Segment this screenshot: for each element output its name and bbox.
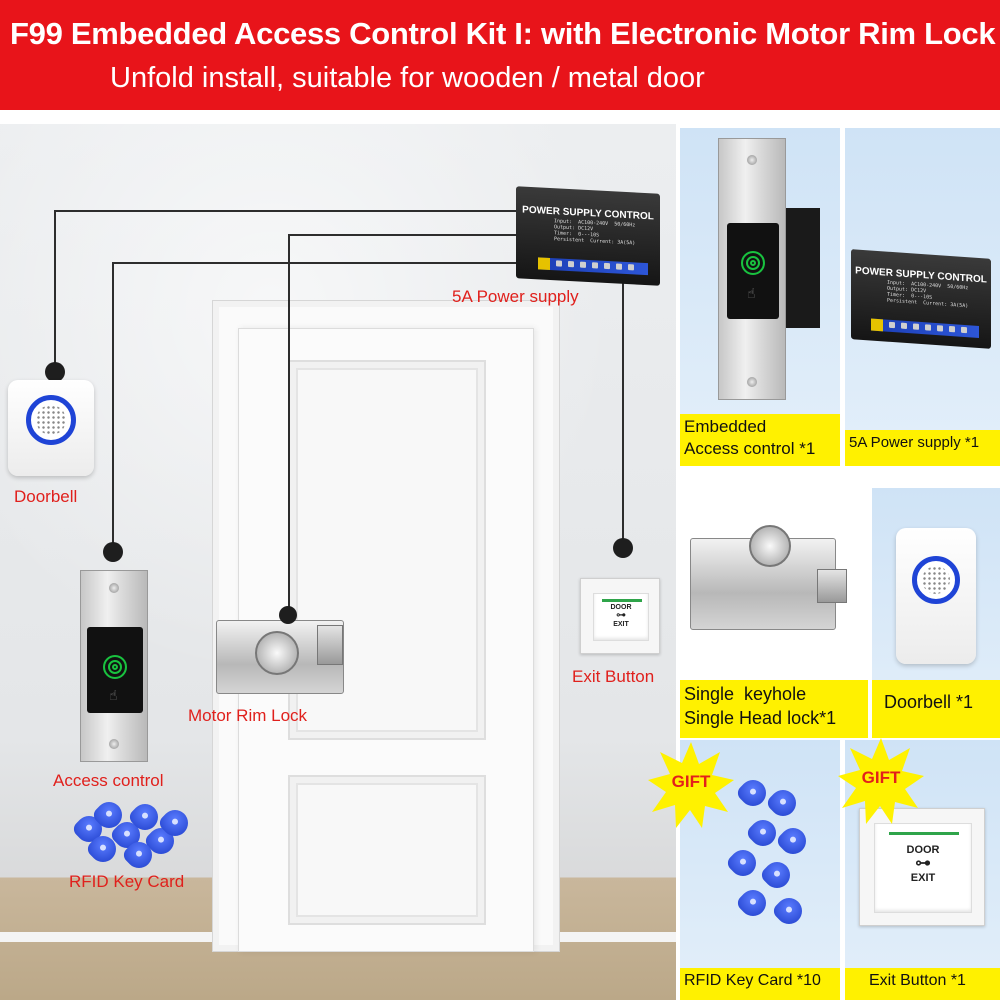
- access-control-keypad: ☝: [80, 570, 148, 762]
- exit-bottom-text: EXIT: [613, 621, 629, 628]
- power-supply-terminal: [538, 257, 648, 276]
- power-supply-unit: POWER SUPPLY CONTROL Input: AC100-240V 5…: [851, 249, 991, 349]
- embedded-backbox: [786, 208, 820, 328]
- door-panel-bottom: [288, 775, 486, 925]
- wire-access-h: [112, 262, 518, 264]
- page-title: F99 Embedded Access Control Kit I: with …: [10, 16, 996, 51]
- key-icon: ⊶: [616, 610, 626, 621]
- caption-power-supply: 5A Power supply *1: [845, 430, 1000, 466]
- caption-rfid: RFID Key Card *10: [680, 968, 840, 1000]
- label-rim-lock: Motor Rim Lock: [188, 706, 308, 725]
- rfid-tags-cluster: [70, 796, 194, 874]
- wire-lock-v: [288, 234, 290, 608]
- doorbell-unit: [8, 380, 94, 476]
- key-icon: ⊶: [915, 855, 931, 872]
- caption-embedded: Embedded Access control *1: [680, 414, 840, 466]
- exit-bottom-text: EXIT: [910, 872, 936, 884]
- wire-access-v: [112, 262, 114, 544]
- keypad-screw-top: [109, 583, 119, 593]
- exit-top-text: DOOR: [610, 604, 632, 611]
- wire-exit-v: [622, 270, 624, 542]
- exit-button-face: DOOR ⊶ EXIT: [593, 593, 649, 641]
- label-access-control: Access control: [53, 771, 164, 790]
- fingerprint-icon: [741, 251, 765, 275]
- rim-lock-product: [690, 525, 847, 630]
- wire-dot-access: [103, 542, 123, 562]
- caption-rim-lock: Single keyhole Single Head lock*1: [680, 680, 868, 738]
- doorbell-product: [896, 528, 976, 664]
- keypad-screw-bottom: [109, 739, 119, 749]
- power-supply-unit: POWER SUPPLY CONTROL Input: AC100-240V 5…: [516, 186, 660, 286]
- caption-doorbell: Doorbell *1: [872, 680, 1000, 738]
- wire-doorbell-v: [54, 210, 56, 370]
- speaker-icon: [36, 405, 66, 435]
- label-doorbell: Doorbell: [14, 487, 78, 506]
- label-exit-button: Exit Button: [572, 667, 655, 686]
- fingerprint-icon: [103, 655, 127, 679]
- label-power-supply: 5A Power supply: [452, 287, 579, 306]
- doorbell-ring: [26, 395, 76, 445]
- wire-dot-exit: [613, 538, 633, 558]
- wire-dot-lock: [279, 606, 297, 624]
- caption-exit: Exit Button *1: [845, 968, 1000, 1000]
- lock-bolt: [317, 625, 343, 665]
- keypad-glass: ☝: [87, 627, 143, 713]
- speaker-icon: [922, 566, 950, 594]
- gift-starburst-icon: GIFT: [648, 742, 734, 828]
- header-banner: F99 Embedded Access Control Kit I: with …: [0, 0, 1000, 110]
- rfid-tags-product: [720, 774, 820, 940]
- wire-dot-doorbell: [45, 362, 65, 382]
- wire-doorbell-h: [54, 210, 518, 212]
- power-supply-spec: Input: AC100-240V 50/60Hz Output: DC12V …: [887, 279, 969, 310]
- tile-power-supply: POWER SUPPLY CONTROL Input: AC100-240V 5…: [845, 128, 1000, 466]
- lock-cylinder: [255, 631, 299, 675]
- label-rfid: RFID Key Card: [69, 872, 185, 891]
- exit-top-text: DOOR: [906, 844, 940, 856]
- gift-label: GIFT: [671, 772, 711, 791]
- motor-rim-lock: [216, 620, 344, 694]
- tile-doorbell: Doorbell *1: [872, 488, 1000, 738]
- hand-icon: ☝: [747, 285, 756, 301]
- exit-button-unit: DOOR ⊶ EXIT: [580, 578, 660, 654]
- page-subtitle: Unfold install, suitable for wooden / me…: [110, 62, 705, 94]
- hand-icon: ☝: [109, 687, 118, 703]
- embedded-keypad: ☝: [718, 138, 786, 400]
- gift-label: GIFT: [861, 768, 901, 787]
- tile-embedded-access-control: ☝ Embedded Access control *1: [680, 128, 840, 466]
- gift-starburst-icon: GIFT: [838, 738, 924, 824]
- wire-lock-h: [288, 234, 518, 236]
- power-supply-spec: Input: AC100-240V 50/60Hz Output: DC12V …: [554, 218, 636, 247]
- tile-rim-lock: Single keyhole Single Head lock*1: [680, 488, 868, 738]
- tile-exit-button: DOOR ⊶ EXIT Exit Button *1: [845, 740, 1000, 1000]
- exit-button-product: DOOR ⊶ EXIT: [859, 808, 985, 926]
